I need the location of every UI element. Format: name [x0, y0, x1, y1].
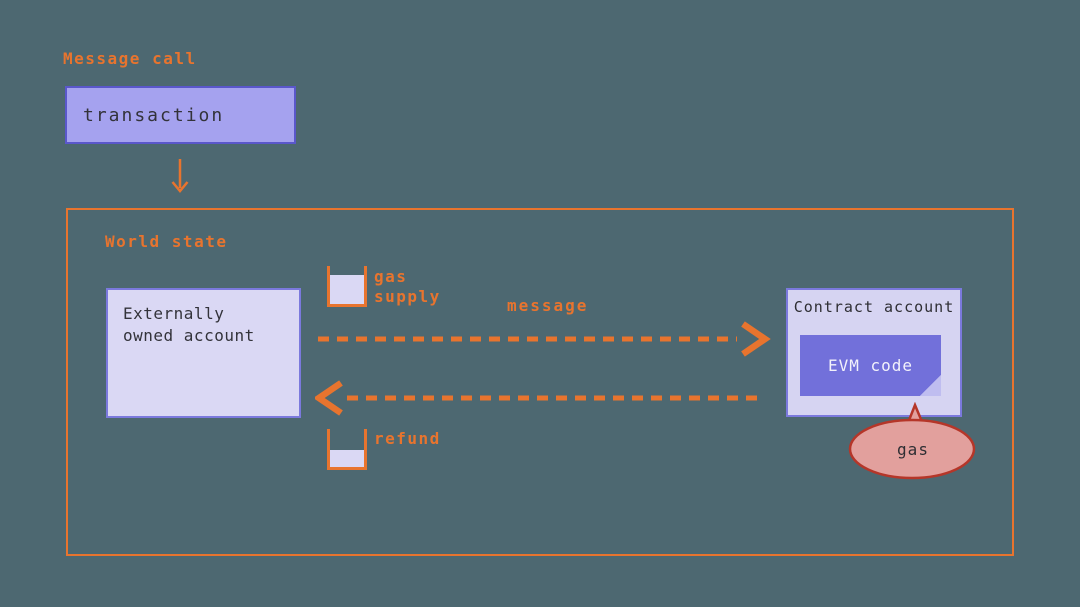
transaction-label: transaction	[83, 104, 225, 126]
contract-account-box: Contract account EVM code	[786, 288, 962, 417]
refund-icon	[327, 429, 367, 470]
externally-owned-account-box: Externally owned account	[106, 288, 301, 418]
gas-bubble-label: gas	[897, 440, 929, 459]
refund-label: refund	[374, 429, 441, 448]
evm-code-box: EVM code	[800, 335, 941, 396]
gas-supply-label: gas supply	[374, 267, 441, 306]
gas-supply-icon	[327, 266, 367, 307]
world-state-label: World state	[105, 232, 228, 251]
evm-code-label: EVM code	[827, 356, 914, 375]
transaction-flow-arrow-icon	[171, 159, 189, 193]
world-state-container: World state Externally owned account gas…	[66, 208, 1014, 556]
gas-bubble-icon	[848, 402, 976, 480]
transaction-box: transaction	[65, 86, 296, 144]
diagram-title: Message call	[63, 49, 197, 68]
gas-supply-fill	[330, 275, 364, 304]
message-label: message	[507, 296, 589, 315]
contract-account-title: Contract account	[793, 298, 955, 316]
refund-arrow-icon	[315, 380, 763, 416]
message-arrow-icon	[318, 321, 771, 357]
refund-fill	[330, 450, 364, 467]
